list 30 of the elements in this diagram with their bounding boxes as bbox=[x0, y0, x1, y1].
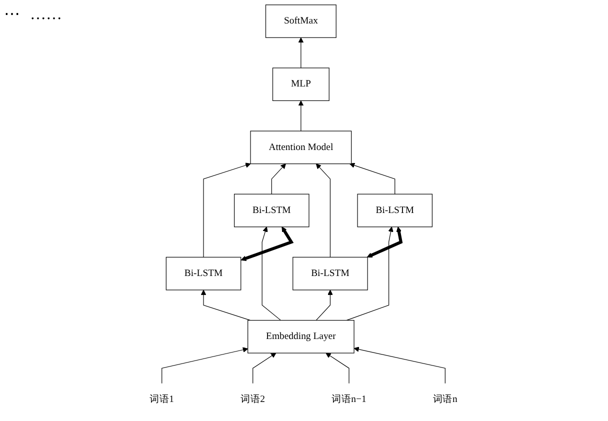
arrow bbox=[298, 100, 304, 132]
node-text: 词语n−1 bbox=[332, 394, 367, 405]
arrow bbox=[316, 164, 331, 258]
node-box: SoftMax bbox=[266, 4, 337, 38]
arrow bbox=[354, 346, 446, 384]
arrow bbox=[262, 226, 282, 321]
arrow bbox=[367, 226, 404, 258]
node-box: Bi-LSTM bbox=[166, 256, 242, 290]
arrow bbox=[162, 347, 249, 384]
node-text: 词语2 bbox=[241, 394, 266, 405]
ellipsis-label: …… bbox=[30, 6, 62, 23]
node-text: 词语1 bbox=[150, 394, 174, 405]
node-text: 词语n bbox=[434, 394, 458, 405]
node-box: Bi-LSTM bbox=[293, 256, 368, 290]
arrow bbox=[350, 162, 396, 194]
node-box: MLP bbox=[272, 68, 330, 101]
node-box: Embedding Layer bbox=[248, 320, 355, 354]
arrow bbox=[201, 290, 252, 321]
arrow bbox=[346, 226, 394, 321]
arrow bbox=[241, 226, 294, 261]
ellipsis-label: ⋯ bbox=[4, 6, 20, 23]
arrow bbox=[204, 162, 252, 258]
arrow bbox=[253, 352, 277, 384]
arrow bbox=[326, 352, 350, 384]
node-box: Bi-LSTM bbox=[234, 194, 310, 228]
arrow bbox=[298, 37, 304, 68]
node-box: Attention Model bbox=[250, 130, 352, 164]
arrow bbox=[272, 164, 286, 194]
node-box: Bi-LSTM bbox=[358, 194, 433, 228]
arrow bbox=[316, 290, 334, 321]
